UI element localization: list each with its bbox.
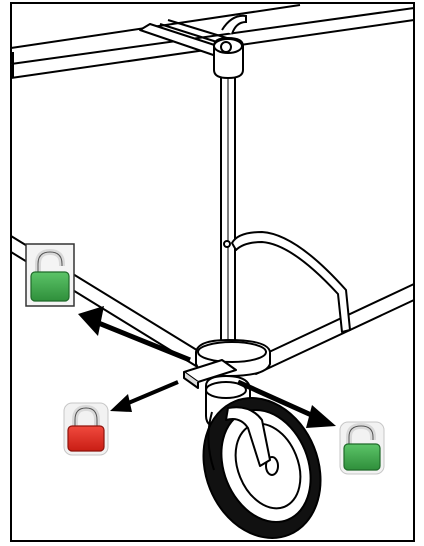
brake-hub — [183, 339, 271, 389]
neutral-direction-arrow — [236, 379, 336, 428]
vertical-pole — [213, 14, 247, 361]
unlocked-padlock-icon — [25, 243, 75, 307]
locked-padlock-icon — [63, 402, 109, 456]
lock-direction-arrow — [110, 380, 179, 412]
caster-wheel — [202, 375, 322, 539]
brake-pedal — [183, 359, 237, 383]
unlocked-padlock-icon — [339, 421, 385, 475]
unlock-direction-arrow — [78, 306, 191, 363]
